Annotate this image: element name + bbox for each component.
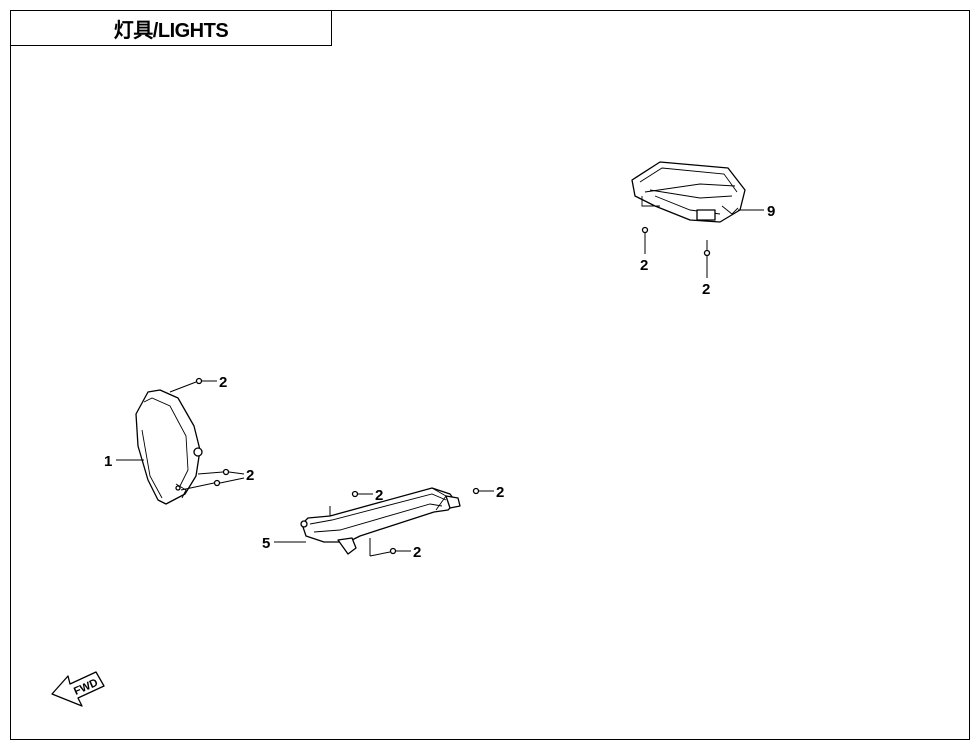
light-assembly-1 [135, 389, 203, 505]
callout-9: 9 [767, 203, 775, 220]
callout-5: 5 [262, 535, 270, 552]
callout-1: 1 [104, 453, 112, 470]
screw-5-bottom [369, 538, 411, 557]
screw-9b [703, 240, 711, 278]
screw-1-mid [180, 468, 245, 491]
screw-5-top [329, 490, 373, 516]
light-assembly-9 [631, 161, 746, 223]
page-title: 灯具/LIGHTS [113, 19, 229, 42]
callout-2-part5-right: 2 [496, 484, 504, 501]
callout-2-part1-top: 2 [219, 374, 227, 391]
callout-2-part5-top: 2 [375, 487, 383, 504]
callout-2-part1-mid: 2 [246, 467, 254, 484]
fwd-arrow-icon: FWD [51, 671, 105, 707]
callout-2-part5-bottom: 2 [413, 544, 421, 561]
drawing-frame [10, 10, 970, 740]
callout-2-part9-right: 2 [702, 281, 710, 298]
callout-2-part9-left: 2 [640, 257, 648, 274]
screw-5-right [472, 487, 494, 495]
title-box: 灯具/LIGHTS [10, 10, 332, 46]
screw-1-top [169, 377, 217, 393]
screw-9a [641, 226, 649, 254]
